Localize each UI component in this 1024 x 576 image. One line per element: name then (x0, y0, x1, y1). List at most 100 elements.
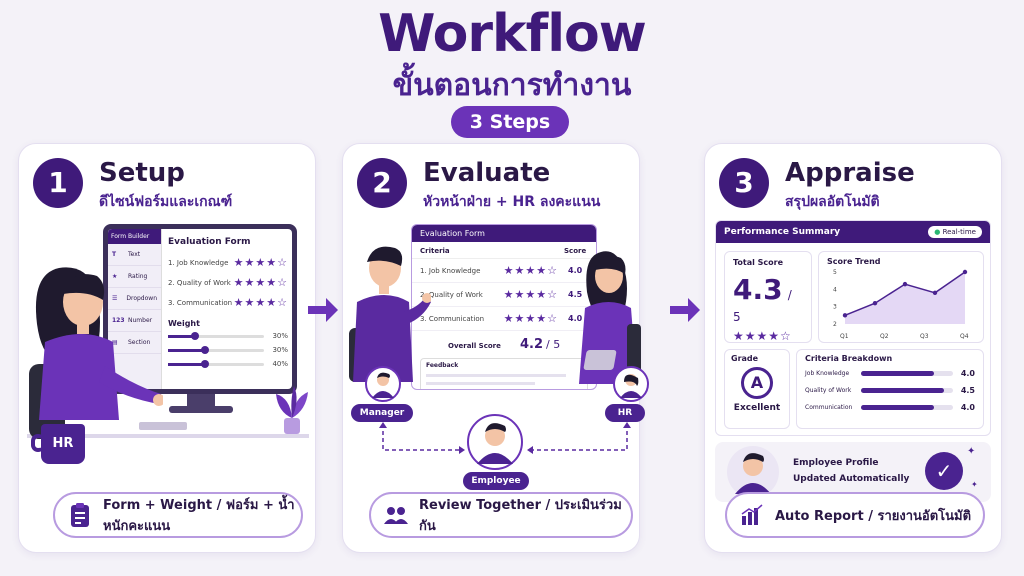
manager-illustration (349, 246, 431, 382)
grade-label: Grade (731, 354, 759, 363)
criteria-label: 3. Communication (420, 314, 485, 323)
y-tick-label: 3 (833, 304, 837, 311)
hr-mug: HR (41, 424, 85, 464)
builder-item-label: Dropdown (126, 295, 157, 302)
breakdown-bar-track (861, 405, 953, 410)
step2-title: Evaluate (423, 158, 551, 188)
trend-label: Score Trend (827, 257, 881, 266)
sparkle-icon: ✦ (967, 446, 976, 457)
step3-card: 3 Appraise สรุปผลอัตโนมัติ Performance S… (704, 143, 1002, 553)
performance-summary-panel: Performance Summary ● Real-time Total Sc… (715, 220, 991, 436)
grade-box: Grade A Excellent (724, 349, 790, 429)
weight-value: 40% (272, 360, 288, 368)
feedback-box: Feedback (420, 358, 588, 389)
rating-stars[interactable]: ★★★★☆ (503, 264, 558, 277)
y-tick-label: 2 (833, 321, 837, 328)
total-label: Total Score (733, 258, 784, 267)
group-icon (384, 507, 408, 524)
person-icon (735, 453, 771, 494)
step3-bottom-pill: Auto Report / รายงานอัตโนมัติ (725, 492, 985, 538)
breakdown-bar-fill (861, 405, 935, 410)
bar-chart-icon (741, 504, 763, 525)
rating-stars[interactable]: ★★★★☆ (503, 312, 558, 325)
step3-bottom-label: Auto Report / รายงานอัตโนมัติ (775, 508, 972, 524)
field-type-icon: ☰ (112, 295, 118, 302)
trend-point (962, 269, 968, 275)
mug-handle (31, 434, 45, 452)
slider-handle[interactable] (191, 331, 199, 340)
weight-row: 30% (168, 345, 288, 354)
x-tick-label: Q3 (920, 333, 929, 340)
total-stars: ★★★★☆ (733, 329, 792, 343)
hr-label: HR (605, 404, 645, 422)
step1-bottom-label: Form + Weight / ฟอร์ม + น้ำหนักคะแนน (103, 498, 295, 534)
rating-stars[interactable]: ★★★★☆ (233, 296, 288, 309)
slider-handle[interactable] (200, 345, 209, 354)
weight-slider[interactable] (168, 345, 265, 354)
feedback-label: Feedback (426, 362, 459, 369)
step1-title: Setup (99, 158, 185, 188)
x-tick-label: Q4 (960, 333, 969, 340)
employee-label: Employee (463, 472, 529, 490)
col-criteria: Criteria (420, 247, 450, 255)
breakdown-title: Criteria Breakdown (805, 354, 893, 363)
builder-item-label: Text (128, 251, 141, 258)
score-row: 2. Quality of Work★★★★☆4.5 (412, 283, 596, 307)
arrow-right-icon (308, 298, 338, 322)
weight-slider[interactable] (168, 359, 265, 368)
overall-max: / 5 (546, 338, 561, 351)
manager-avatar (365, 366, 401, 402)
person-icon (620, 374, 642, 398)
breakdown-value: 4.0 (960, 369, 975, 378)
woman-at-desk-illustration (29, 267, 163, 439)
builder-item[interactable]: ☰ Dropdown (108, 288, 161, 310)
x-tick-label: Q2 (880, 333, 889, 340)
score-row: 1. Job Knowledge★★★★☆4.0 (412, 259, 596, 283)
builder-item[interactable]: ★Rating (108, 266, 161, 288)
score-row: 3. Communication★★★★☆4.0 (412, 307, 596, 331)
weight-value: 30% (272, 346, 288, 354)
form-builder-title: Form Builder (108, 229, 161, 244)
person-icon (372, 372, 394, 398)
weight-row: 40% (168, 359, 288, 368)
mug-label: HR (52, 436, 74, 451)
weight-row: 30% (168, 331, 288, 340)
criteria-label: 1. Job Knowledge (168, 258, 229, 267)
breakdown-bar-fill (861, 371, 935, 376)
step3-number: 3 (719, 158, 769, 208)
step2-subtitle: หัวหน้าฝ่าย + HR ลงคะแนน (423, 194, 601, 210)
rating-stars[interactable]: ★★★★☆ (233, 256, 288, 269)
summary-title: Performance Summary (724, 227, 841, 237)
step2-number: 2 (357, 158, 407, 208)
realtime-badge: ● Real-time (928, 226, 982, 238)
rating-stars[interactable]: ★★★★☆ (503, 288, 558, 301)
plant-illustration (276, 386, 308, 434)
builder-item[interactable]: ▤Section (108, 332, 161, 354)
hr-avatar (613, 366, 649, 402)
slider-handle[interactable] (200, 359, 209, 368)
step1-card: 1 Setup ดีไซน์ฟอร์มและเกณฑ์ Form Builder… (18, 143, 316, 553)
step3-subtitle: สรุปผลอัตโนมัติ (785, 194, 880, 210)
criteria-label: 3. Communication (168, 298, 233, 307)
person-icon (477, 423, 513, 464)
grade-value: A (750, 373, 764, 392)
connector-lines (379, 422, 631, 454)
employee-avatar (467, 414, 523, 470)
weight-slider[interactable] (168, 331, 265, 340)
field-type-icon: ★ (112, 273, 118, 280)
breakdown-label: Communication (805, 404, 853, 411)
criteria-row: 1. Job Knowledge ★★★★☆ (168, 256, 288, 269)
rating-stars[interactable]: ★★★★☆ (233, 276, 288, 289)
profile-line1: Employee Profile (793, 458, 879, 468)
breakdown-value: 4.5 (960, 386, 975, 395)
sparkle-icon: ✦ (971, 480, 978, 489)
laptop (583, 350, 617, 370)
